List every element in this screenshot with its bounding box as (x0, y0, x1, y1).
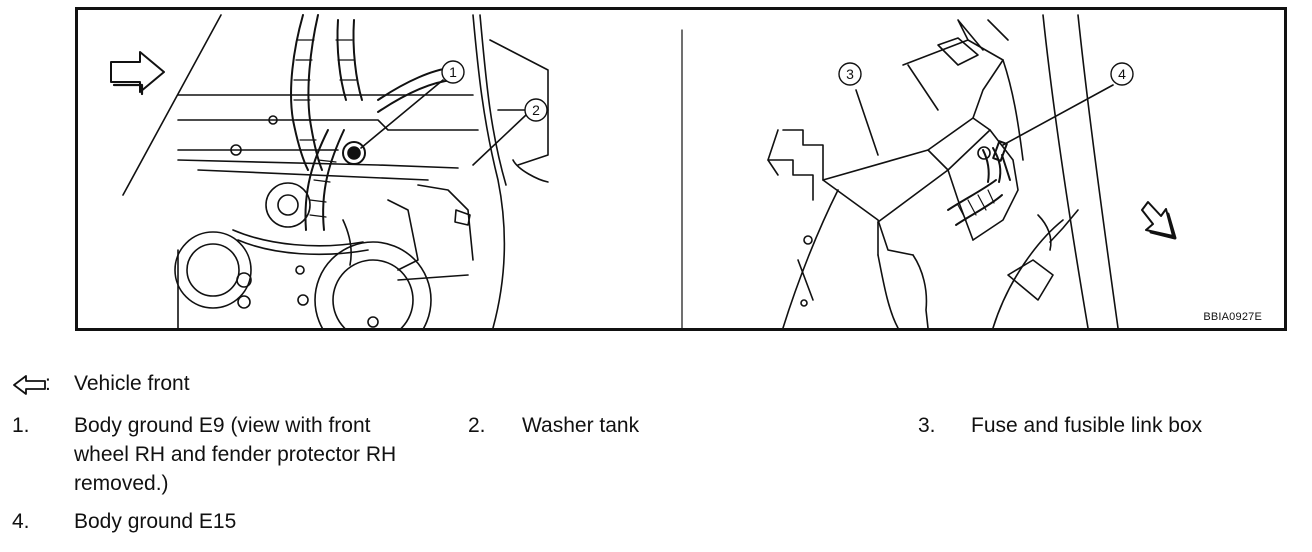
callout-3: 3 (838, 62, 862, 86)
callout-4: 4 (1110, 62, 1134, 86)
legend-text-line: Body ground E9 (view with front (74, 414, 371, 437)
legend-number: 3. (918, 414, 936, 437)
callout-3-label: 3 (846, 66, 854, 82)
callout-4-label: 4 (1118, 66, 1126, 82)
legend-number: 4. (12, 510, 30, 533)
callout-1-label: 1 (449, 64, 457, 80)
legend-number: 1. (12, 414, 30, 437)
diagram-illustration: 1 2 3 4 (110, 14, 1177, 328)
diagram-figure: 1 2 3 4 BBIA0927E (75, 7, 1287, 331)
hollow-left-arrow-icon (13, 375, 46, 395)
front-symbol-colon: : (45, 372, 51, 395)
callout-2-label: 2 (532, 102, 540, 118)
callout-2: 2 (524, 98, 548, 122)
figure-id-code: BBIA0927E (1203, 311, 1262, 323)
legend-text-line: Body ground E15 (74, 510, 237, 533)
vehicle-front-arrow-left (110, 51, 165, 93)
legend-number: 2. (468, 414, 486, 437)
legend-text-line: wheel RH and fender protector RH (74, 443, 397, 466)
legend-text-line: Fuse and fusible link box (971, 414, 1203, 437)
callout-1: 1 (441, 60, 465, 84)
legend-text-line: Washer tank (522, 414, 640, 437)
legend-vehicle-front: Vehicle front (74, 372, 190, 395)
legend-text-line: removed.) (74, 472, 169, 495)
